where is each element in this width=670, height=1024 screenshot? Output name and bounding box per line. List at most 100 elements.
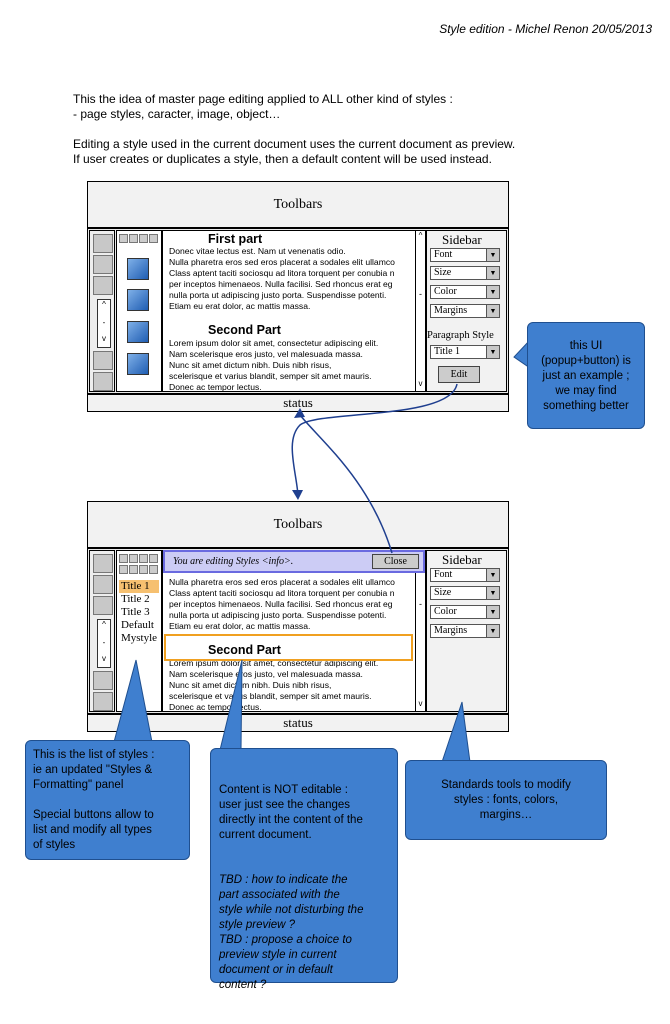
triangle-down-icon: ▼ (486, 587, 499, 599)
panel-button[interactable] (129, 565, 138, 574)
panel-button[interactable] (149, 554, 158, 563)
document-text: Lorem ipsum dolor sit amet, consectetur … (169, 338, 379, 392)
chevron-down-icon[interactable]: v (418, 699, 423, 708)
panel-button[interactable] (139, 234, 148, 243)
paragraph-style-value: Title 1 (434, 346, 461, 357)
styles-list: Title 1 Title 2 Title 3 Default Mystyle (119, 580, 160, 645)
size-dropdown[interactable]: Size ▼ (430, 586, 500, 600)
spinner-thumb: - (102, 318, 106, 327)
callout-content-text: Content is NOT editable : user just see … (219, 784, 363, 841)
left-toolbar: ^ - v (89, 550, 115, 712)
scroll-thumb[interactable]: - (419, 289, 422, 299)
page-thumbnail[interactable] (127, 258, 149, 280)
margins-dropdown[interactable]: Margins ▼ (430, 624, 500, 638)
margins-dropdown-label: Margins (434, 625, 468, 636)
triangle-down-icon: ▼ (486, 346, 499, 358)
style-item[interactable]: Title 3 (121, 606, 150, 618)
size-dropdown-label: Size (434, 267, 452, 278)
margins-dropdown-label: Margins (434, 305, 468, 316)
tool-button[interactable] (93, 575, 113, 594)
tool-button[interactable] (93, 671, 113, 690)
chevron-up-icon: ^ (102, 620, 106, 629)
sidebar-title: Sidebar (442, 552, 482, 567)
arrowhead-icon (292, 490, 303, 500)
arrowhead-icon (294, 408, 305, 418)
toolbars-label: Toolbars (273, 196, 323, 212)
tool-button[interactable] (93, 554, 113, 573)
color-dropdown[interactable]: Color▼ (430, 285, 500, 299)
sidebar: Sidebar Font▼ Size▼ Color▼ Margins▼ Para… (426, 230, 507, 392)
panel-button[interactable] (149, 234, 158, 243)
callout-tbd-text: TBD : how to indicate the part associate… (219, 874, 364, 991)
scroll-spinner[interactable]: ^ - v (97, 299, 111, 348)
arrow-edit-to-edit-mode (291, 383, 458, 496)
triangle-down-icon: ▼ (486, 267, 499, 279)
triangle-down-icon: ▼ (486, 569, 499, 581)
size-dropdown[interactable]: Size ▼ (430, 266, 500, 280)
panel-button[interactable] (119, 234, 128, 243)
panel-button[interactable] (139, 565, 148, 574)
heading-second-part: Second Part (208, 643, 281, 657)
callout-standard-tools: Standards tools to modify styles : fonts… (405, 760, 607, 840)
page-thumbnail[interactable] (127, 289, 149, 311)
color-dropdown[interactable]: Color▼ (430, 605, 500, 619)
style-item[interactable]: Title 2 (121, 593, 150, 605)
triangle-down-icon: ▼ (486, 286, 499, 298)
panel-button[interactable] (119, 565, 128, 574)
status-label: status (283, 715, 313, 730)
font-dropdown-label: Font (434, 569, 453, 580)
page-thumbnails-panel (116, 230, 162, 392)
tool-button[interactable] (93, 276, 113, 295)
chevron-up-icon[interactable]: ^ (418, 231, 423, 240)
editing-style-banner: You are editing Styles <info>. Close (163, 550, 425, 573)
page-thumbnail[interactable] (127, 353, 149, 375)
status-label: status (283, 395, 313, 410)
sidebar: Sidebar Font ▼ Size ▼ Color▼ Margins ▼ (426, 550, 507, 712)
page-thumbnail[interactable] (127, 321, 149, 343)
margins-dropdown[interactable]: Margins▼ (430, 304, 500, 318)
style-highlight-frame (164, 634, 413, 661)
document-preview: First part Donec vitae lectus est. Nam u… (162, 230, 426, 392)
document-text: Nulla pharetra eros sed eros placerat a … (169, 577, 395, 631)
tool-button[interactable] (93, 372, 113, 391)
intro-paragraph-1: This the idea of master page editing app… (73, 92, 453, 121)
panel-button[interactable] (119, 554, 128, 563)
style-item[interactable]: Default (121, 619, 154, 631)
left-toolbar: ^ - v (89, 230, 115, 392)
font-dropdown[interactable]: Font▼ (430, 248, 500, 262)
chevron-down-icon: v (102, 334, 106, 343)
style-item[interactable]: Mystyle (121, 632, 158, 644)
toolbars-area: Toolbars (87, 181, 509, 228)
style-item-selected[interactable]: Title 1 (119, 580, 160, 593)
panel-button[interactable] (149, 565, 158, 574)
panel-button[interactable] (129, 554, 138, 563)
spinner-thumb: - (102, 638, 106, 647)
status-bar: status (87, 714, 509, 732)
paragraph-style-dropdown[interactable]: Title 1 ▼ (430, 345, 500, 359)
tool-button[interactable] (93, 255, 113, 274)
chevron-down-icon: v (102, 654, 106, 663)
size-dropdown-label: Size (434, 587, 452, 598)
arrow-close-to-normal-mode (299, 414, 393, 554)
heading-first-part: First part (208, 232, 263, 246)
tool-button[interactable] (93, 692, 113, 711)
sidebar-title: Sidebar (442, 232, 482, 247)
tool-button[interactable] (93, 351, 113, 370)
callout-pointer (441, 701, 471, 763)
scroll-thumb[interactable]: - (419, 599, 422, 609)
chevron-up-icon: ^ (102, 300, 106, 309)
scroll-spinner[interactable]: ^ - v (97, 619, 111, 668)
paragraph-style-label: Paragraph Style (427, 330, 494, 341)
author-header: Style edition - Michel Renon 20/05/2013 (439, 22, 652, 36)
tool-button[interactable] (93, 596, 113, 615)
panel-button[interactable] (129, 234, 138, 243)
tool-button[interactable] (93, 234, 113, 253)
close-button[interactable]: Close (372, 554, 419, 569)
edit-button[interactable]: Edit (438, 366, 480, 383)
panel-button[interactable] (139, 554, 148, 563)
font-dropdown[interactable]: Font ▼ (430, 568, 500, 582)
document-scrollbar[interactable]: ^ - v (415, 231, 425, 391)
triangle-down-icon: ▼ (486, 625, 499, 637)
chevron-down-icon[interactable]: v (418, 379, 423, 388)
triangle-down-icon: ▼ (486, 606, 499, 618)
